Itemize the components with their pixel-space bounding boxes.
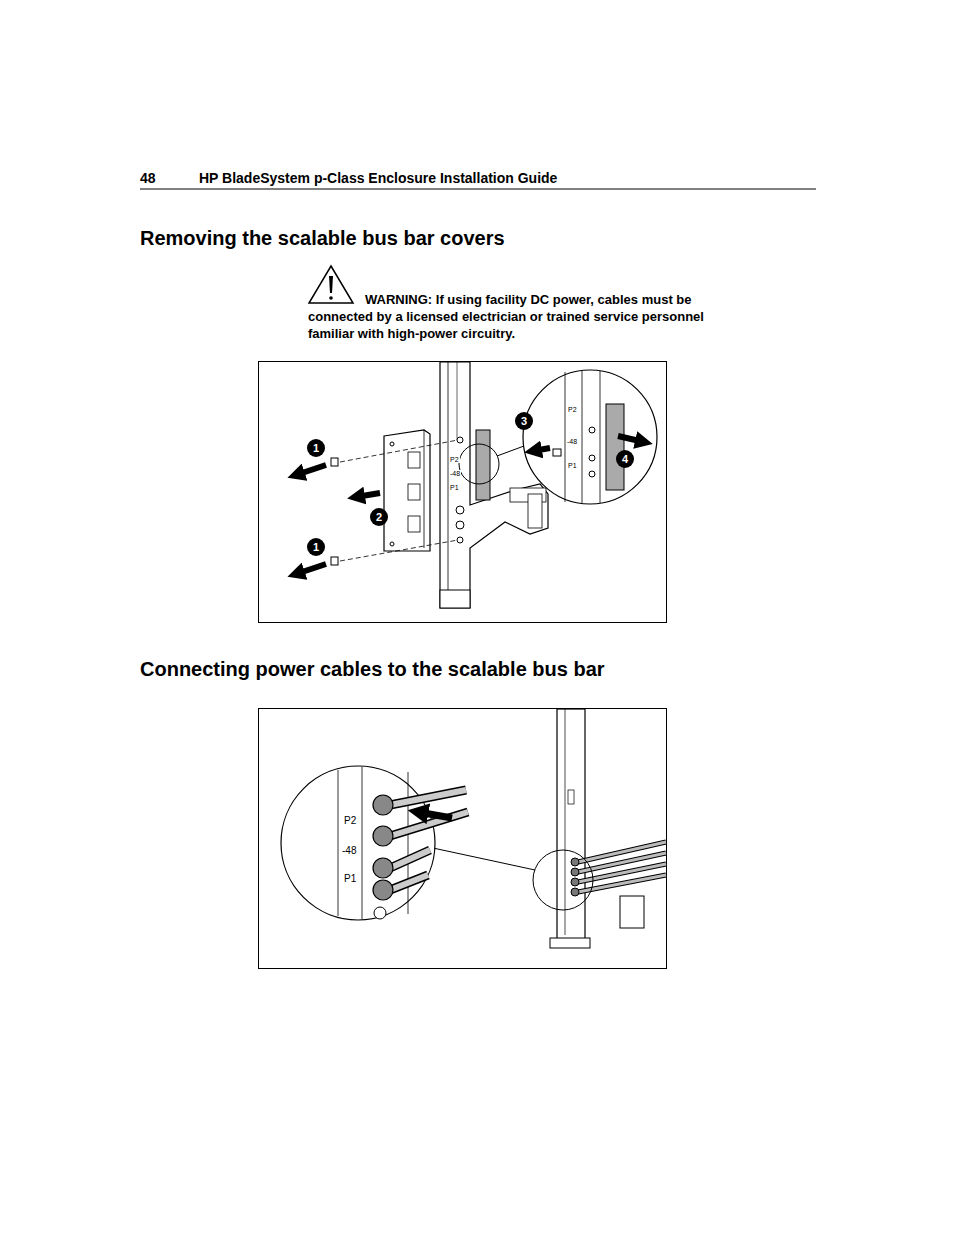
terminal-label: P1 xyxy=(343,874,357,884)
terminal-label: P1 xyxy=(567,462,578,469)
callout-number: 1 xyxy=(307,439,325,457)
callout-number: 1 xyxy=(307,538,325,556)
terminal-label: P2 xyxy=(567,406,578,413)
terminal-label: -48 xyxy=(449,470,461,477)
running-header: HP BladeSystem p-Class Enclosure Install… xyxy=(199,170,557,186)
terminal-label: P2 xyxy=(449,456,460,463)
terminal-label: P1 xyxy=(449,484,460,491)
callout-number: 3 xyxy=(515,412,533,430)
power-cable-figure xyxy=(259,709,667,969)
section-heading: Removing the scalable bus bar covers xyxy=(140,227,505,250)
bus-bar-cover-figure xyxy=(259,362,667,623)
header-rule xyxy=(140,189,816,190)
section-heading: Connecting power cables to the scalable … xyxy=(140,658,605,681)
terminal-label: P2 xyxy=(343,816,357,826)
page-number: 48 xyxy=(140,170,156,186)
warning-text: WARNING: If using facility DC power, cab… xyxy=(308,291,742,342)
terminal-label: -48 xyxy=(566,438,578,445)
callout-number: 2 xyxy=(370,508,388,526)
terminal-label: -48 xyxy=(341,846,357,856)
warning-icon xyxy=(309,266,353,303)
callout-number: 4 xyxy=(616,450,634,468)
